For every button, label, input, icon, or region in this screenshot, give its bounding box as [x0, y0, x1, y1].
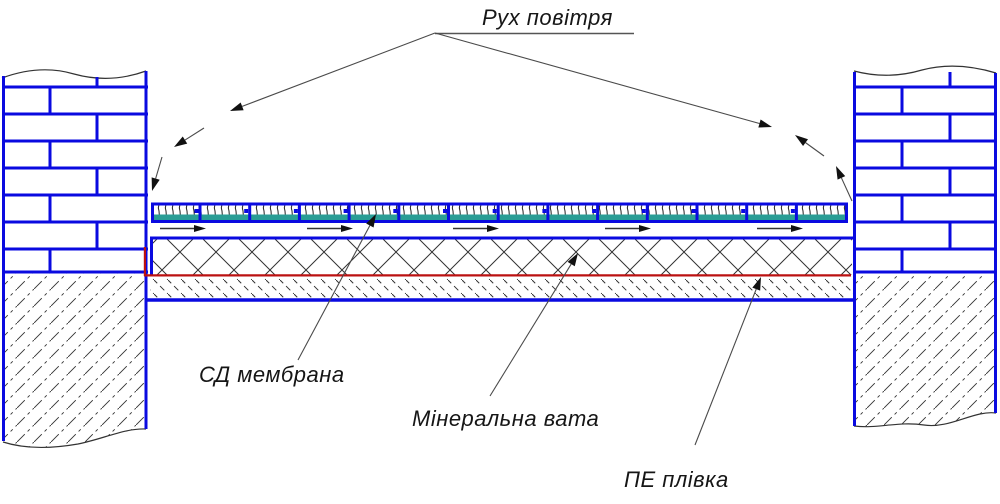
label-pe-film: ПЕ плівка [624, 467, 729, 492]
leader-lines-and-arrows [151, 32, 853, 446]
mineral-wool-layer [150, 236, 853, 275]
base-slab-layer [146, 277, 855, 302]
label-sd-membrane: СД мембрана [199, 362, 345, 387]
label-air-movement: Рух повітря [482, 5, 613, 30]
wood-deck-and-membrane [151, 202, 848, 223]
left-brick-wall [1, 69, 148, 441]
pe-film-line [143, 247, 851, 277]
right-brick-wall [853, 65, 997, 426]
label-mineral-wool: Мінеральна вата [412, 406, 600, 431]
ground-hatch-regions [2, 273, 997, 449]
air-gap-flow-arrows [160, 225, 803, 232]
